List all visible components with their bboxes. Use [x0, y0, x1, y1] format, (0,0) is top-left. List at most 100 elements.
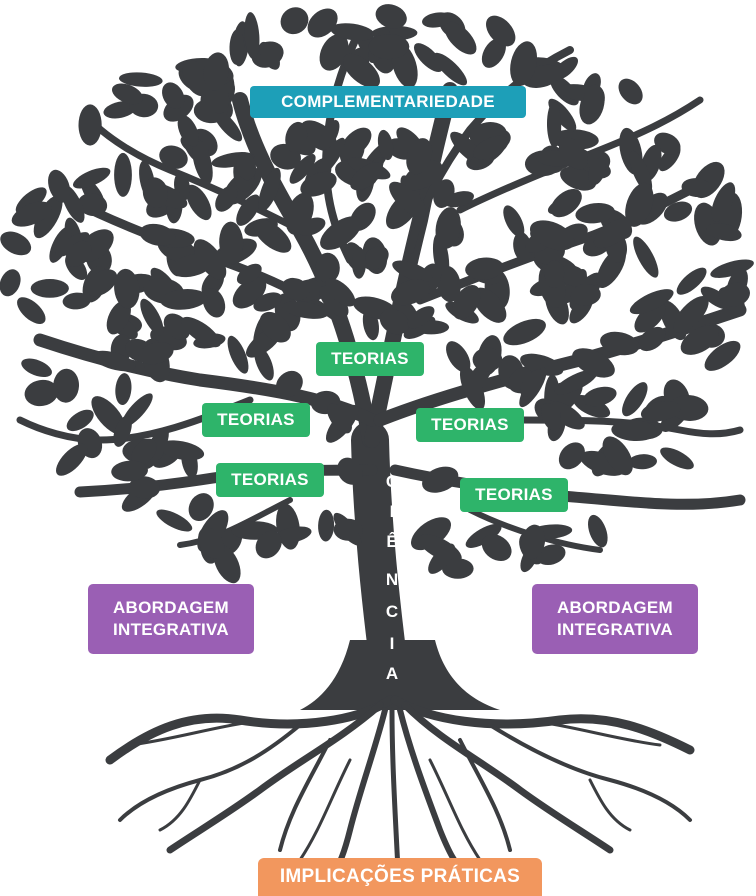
leaf	[510, 41, 538, 86]
leaf	[660, 447, 694, 470]
leaf	[319, 285, 349, 318]
leaf	[554, 369, 598, 395]
leaf	[513, 232, 532, 262]
leaf	[236, 152, 257, 181]
tree-trunk-base	[300, 640, 500, 710]
leaf	[550, 189, 582, 218]
leaf	[379, 308, 410, 335]
leaf	[481, 534, 512, 562]
leaf	[486, 15, 516, 47]
leaf	[55, 232, 90, 257]
leaf	[389, 181, 427, 218]
leaf	[112, 83, 143, 105]
leaf	[558, 265, 588, 287]
tree-leaves	[0, 4, 754, 584]
teorias-label-right-lower: TEORIAS	[460, 478, 568, 512]
leaf	[473, 135, 509, 160]
leaf	[48, 169, 71, 203]
leaf	[0, 231, 32, 256]
leaf	[536, 544, 566, 566]
leaf	[436, 265, 461, 303]
leaf	[106, 300, 131, 335]
leaf	[319, 33, 349, 71]
abordagem-left-line1: ABORDAGEM	[112, 598, 230, 617]
leaf	[319, 120, 340, 150]
leaf	[446, 341, 471, 373]
leaf	[638, 326, 666, 352]
leaf	[113, 415, 132, 447]
abordagem-right-line2: INTEGRATIVA	[557, 620, 673, 639]
trunk-letter: I	[389, 502, 395, 521]
leaf	[654, 132, 681, 155]
leaf	[229, 29, 245, 65]
leaf	[253, 219, 292, 253]
leaf	[575, 202, 615, 224]
leaf	[570, 283, 601, 306]
leaf	[182, 60, 211, 97]
leaf	[413, 43, 443, 73]
leaf	[558, 442, 585, 470]
leaf	[444, 21, 477, 55]
leaf	[337, 457, 363, 485]
leaf	[78, 104, 102, 146]
leaf	[142, 177, 169, 209]
leaf	[330, 23, 375, 41]
leaf	[572, 348, 615, 378]
leaf	[118, 72, 163, 87]
leaf	[259, 41, 280, 70]
leaf	[588, 157, 606, 186]
abordagem-integrativa-right: ABORDAGEM INTEGRATIVA	[532, 584, 698, 654]
leaf	[198, 527, 225, 559]
leaf	[368, 34, 410, 60]
leaf	[375, 4, 407, 29]
leaf	[602, 436, 633, 476]
trunk-letter: C	[385, 602, 399, 621]
teorias-label-left-lower: TEORIAS	[216, 463, 324, 497]
leaf	[33, 195, 63, 239]
leaf	[520, 353, 564, 376]
teorias-label-right-upper: TEORIAS	[416, 408, 524, 442]
leaf	[318, 509, 335, 542]
leaf	[253, 292, 282, 312]
leaf	[258, 167, 281, 212]
leaf	[320, 216, 362, 250]
leaf	[611, 420, 658, 442]
leaf	[422, 466, 459, 493]
leaf	[351, 246, 367, 279]
leaf	[227, 335, 249, 374]
abordagem-left-line2: INTEGRATIVA	[113, 620, 229, 639]
abordagem-right-line1: ABORDAGEM	[556, 598, 674, 617]
abordagem-integrativa-left: ABORDAGEM INTEGRATIVA	[88, 584, 254, 654]
leaf	[473, 287, 507, 323]
leaf	[392, 260, 433, 282]
leaf	[435, 207, 461, 249]
leaf	[503, 318, 546, 346]
leaf	[139, 223, 176, 246]
leaf	[710, 259, 754, 278]
leaf	[289, 154, 316, 184]
leaf	[444, 191, 475, 208]
leaf	[673, 295, 709, 333]
leaf	[350, 162, 384, 191]
leaf	[300, 171, 337, 197]
leaf	[544, 260, 565, 288]
leaf	[215, 185, 238, 212]
leaf	[30, 278, 69, 298]
leaf	[406, 138, 433, 175]
leaf	[273, 526, 312, 544]
leaf	[541, 402, 561, 432]
leaf	[72, 167, 111, 189]
leaf	[377, 129, 394, 161]
leaf	[115, 373, 132, 406]
complementariedade-label: COMPLEMENTARIEDADE	[250, 86, 526, 118]
leaf	[193, 239, 227, 280]
leaf	[160, 289, 208, 310]
leaf	[24, 379, 59, 407]
leaf	[529, 220, 575, 251]
leaf	[663, 201, 693, 222]
leaf	[325, 278, 356, 307]
leaf	[317, 137, 346, 176]
leaf	[560, 166, 597, 191]
leaf	[465, 257, 504, 280]
leaf	[177, 115, 199, 147]
